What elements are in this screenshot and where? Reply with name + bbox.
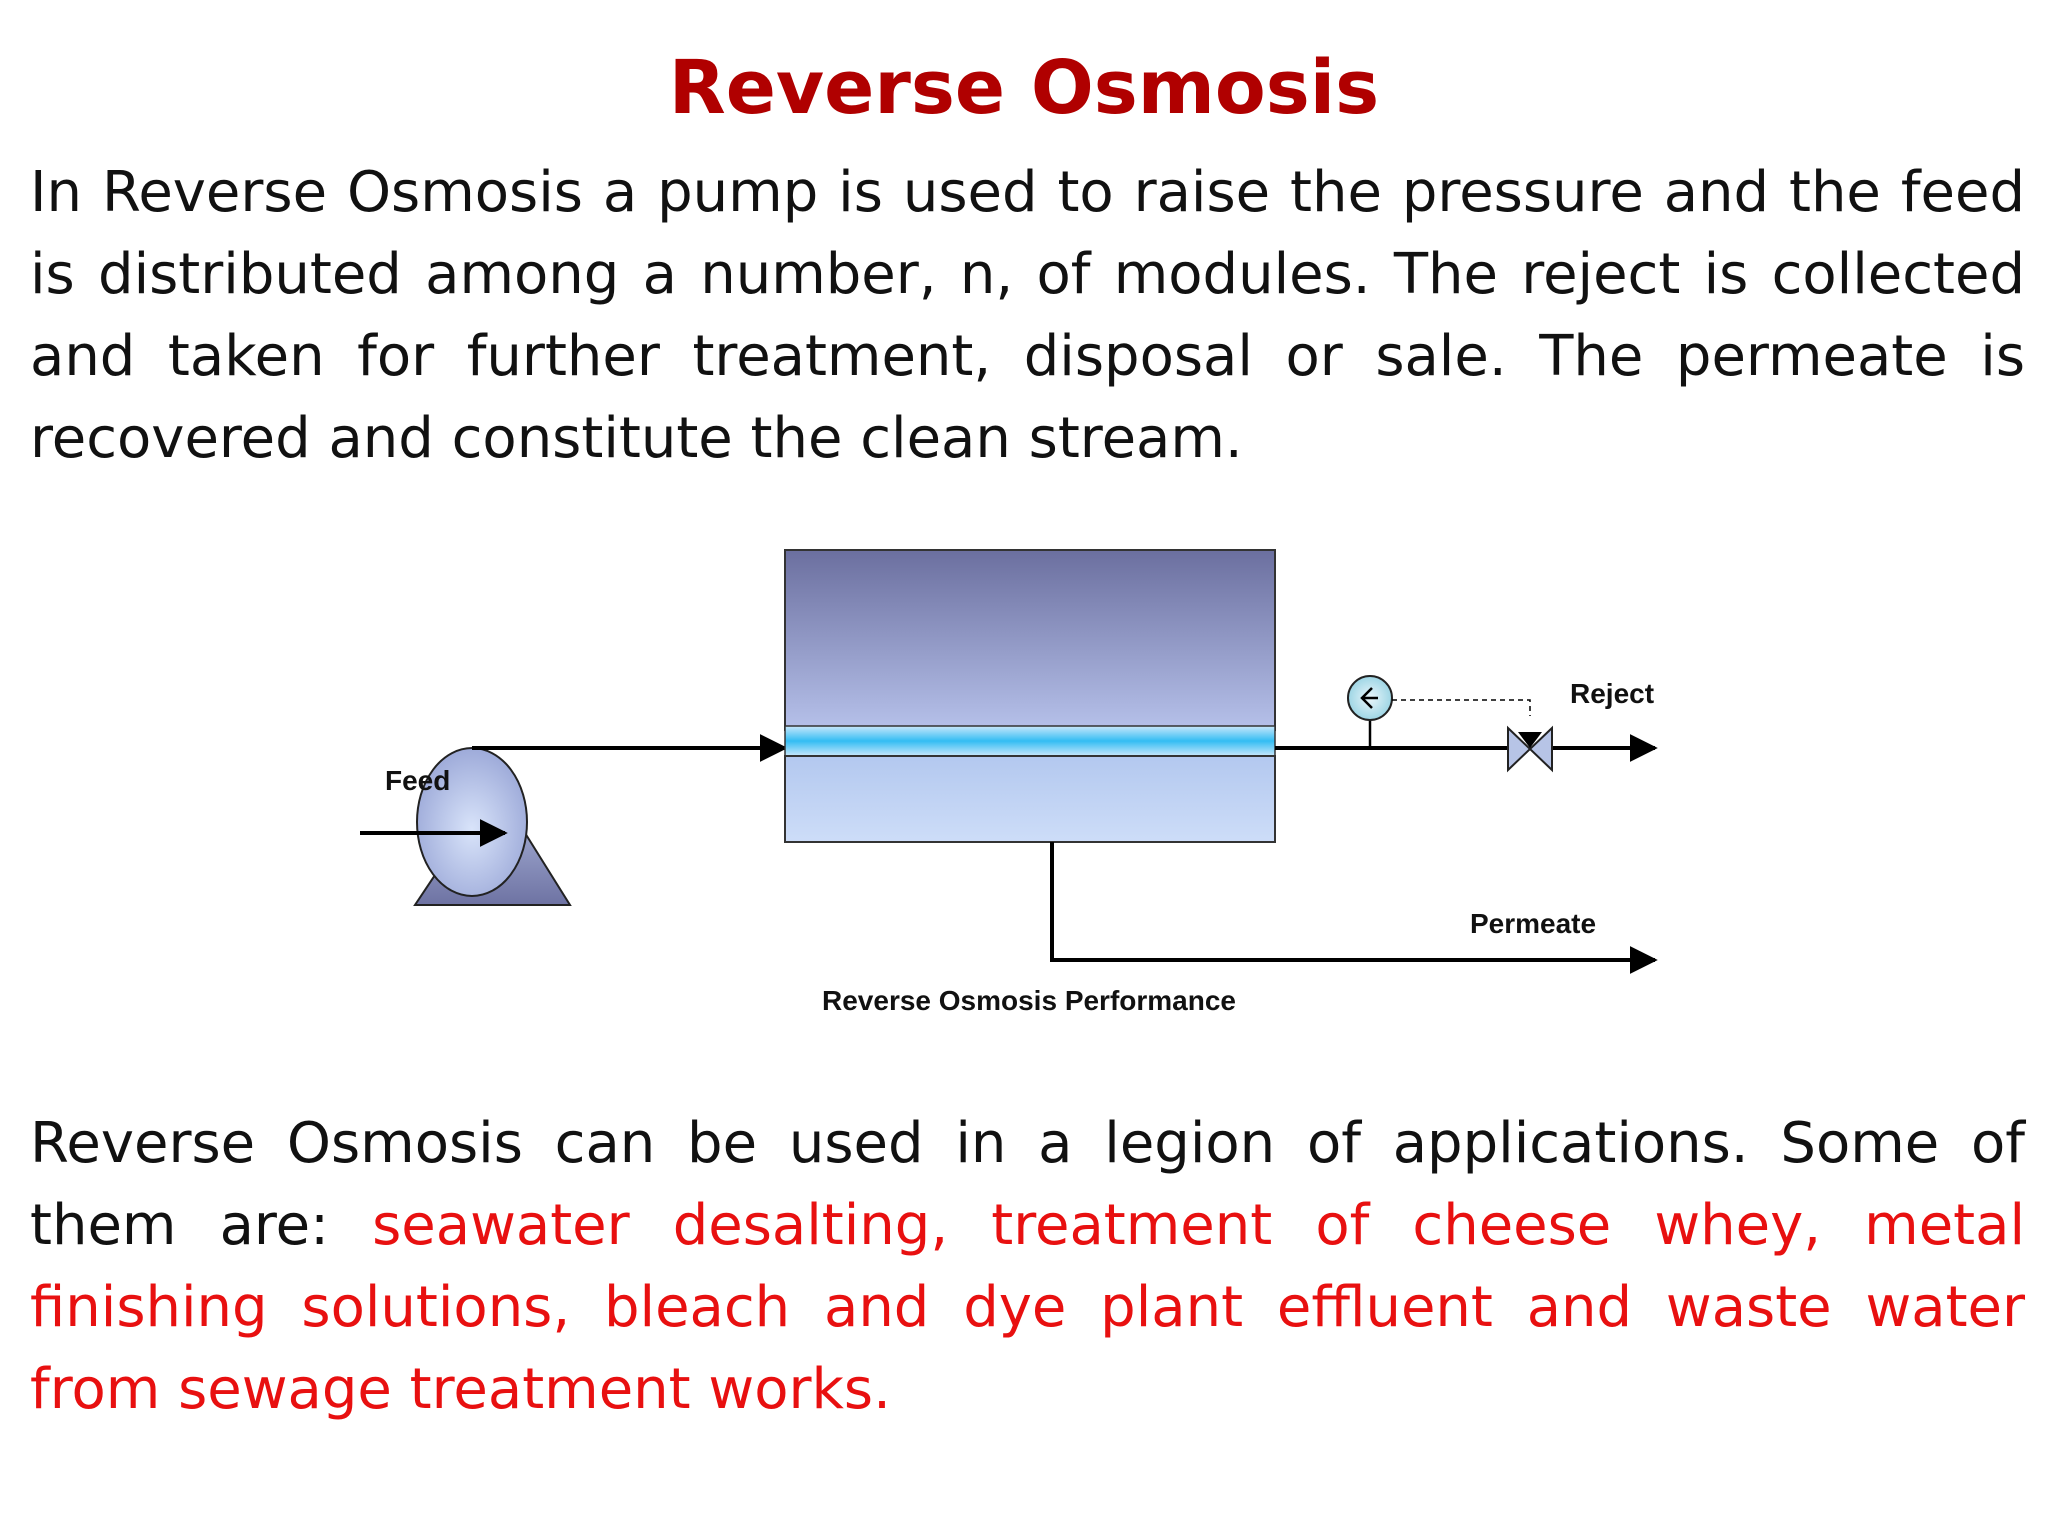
applications-paragraph: Reverse Osmosis can be used in a legion … <box>30 1103 2025 1431</box>
applications-list: seawater desalting, treatment of cheese … <box>30 1193 2025 1422</box>
permeate-label: Permeate <box>1470 908 1596 939</box>
control-signal-line <box>1392 699 1531 716</box>
control-valve-icon-right <box>1528 725 1553 773</box>
valve-actuator <box>1518 732 1542 748</box>
intro-paragraph: In Reverse Osmosis a pump is used to rai… <box>30 160 2025 471</box>
control-valve-icon <box>1507 725 1532 773</box>
diagram-caption: Reverse Osmosis Performance <box>822 985 1236 1016</box>
slide-title: Reverse Osmosis <box>668 45 1380 131</box>
applications-lead: Reverse Osmosis can be used in a legion … <box>30 1111 2025 1258</box>
reverse-osmosis-diagram: Feed Reject Permeate Reverse Osmosis Per… <box>360 520 1680 1040</box>
ro-membrane <box>784 725 1276 757</box>
permeate-line <box>1050 842 1658 974</box>
ro-module-lower <box>784 755 1276 843</box>
reject-label: Reject <box>1570 678 1654 709</box>
feed-label: Feed <box>385 765 450 796</box>
ro-module-upper <box>784 549 1276 731</box>
gauge-needle <box>1360 687 1378 709</box>
